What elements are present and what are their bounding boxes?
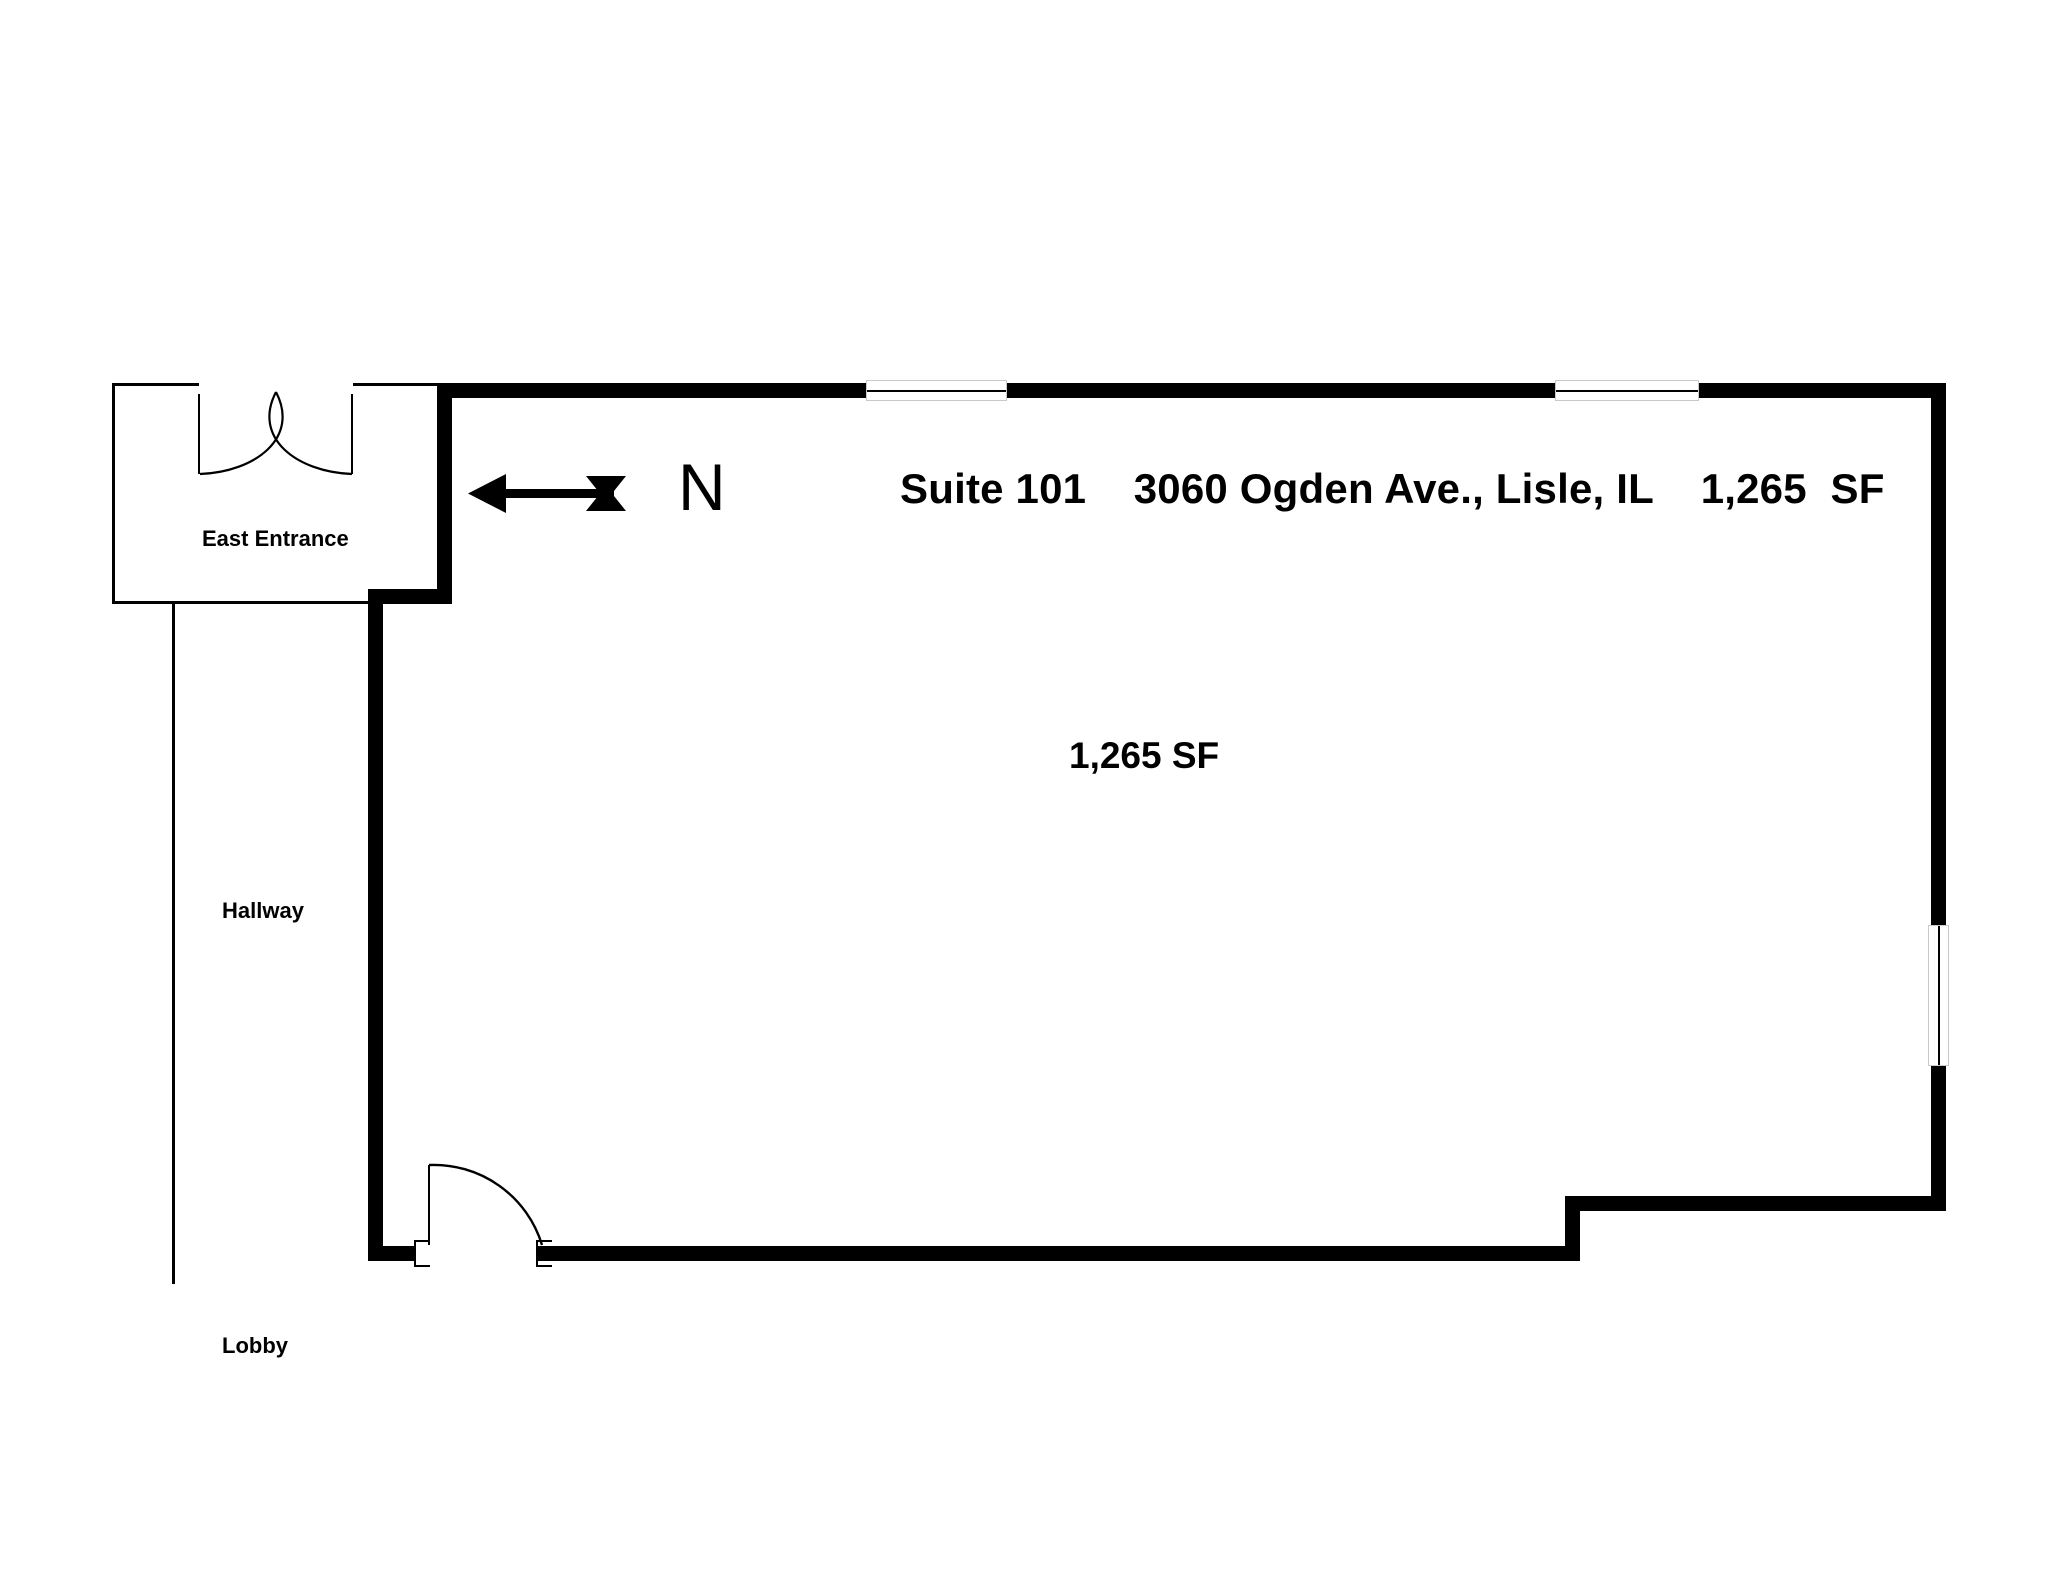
- suite-wall-top-segment-1: [437, 383, 867, 398]
- plan-header: N Suite 101 3060 Ogden Ave., Lisle, IL 1…: [0, 228, 2048, 520]
- door-jamb-left-top: [414, 1240, 430, 1242]
- east-entrance-wall-bottom: [112, 601, 440, 604]
- suite-wall-northwest-return: [437, 383, 452, 604]
- suite-wall-bottom-main: [537, 1246, 1580, 1261]
- suite-wall-top-segment-2: [1006, 383, 1556, 398]
- east-entrance-wall-top-left: [112, 383, 199, 386]
- north-label: N: [678, 450, 726, 524]
- door-jamb-right-bottom: [536, 1265, 552, 1267]
- suite-area-label: 1,265 SF: [1069, 735, 1220, 776]
- east-entrance-door-leaf-left: [198, 394, 200, 474]
- east-entrance-label: East Entrance: [202, 526, 349, 551]
- hallway-label: Hallway: [222, 898, 304, 923]
- door-jamb-left-bottom: [414, 1265, 430, 1267]
- east-entrance-wall-left: [112, 383, 115, 604]
- door-jamb-left-vertical: [414, 1240, 416, 1267]
- door-jamb-right-vertical: [536, 1240, 538, 1267]
- east-entrance-wall-top-right: [353, 383, 440, 386]
- suite-wall-top-segment-3: [1698, 383, 1946, 398]
- east-entrance-door-leaf-right: [351, 394, 353, 474]
- suite-wall-bottom-upper-leg: [1565, 1196, 1946, 1211]
- suite-wall-west: [368, 604, 383, 1261]
- window-top-right: [1555, 380, 1699, 401]
- window-top-left: [866, 380, 1007, 401]
- suite-wall-bottom-step-riser: [1565, 1196, 1580, 1261]
- hallway-wall-left: [172, 601, 175, 1284]
- lobby-label: Lobby: [222, 1333, 288, 1358]
- suite-wall-east-segment-1: [1931, 383, 1946, 925]
- suite-entry-door-leaf: [428, 1165, 430, 1245]
- window-east: [1928, 925, 1949, 1066]
- suite-wall-east-segment-2: [1931, 1066, 1946, 1211]
- plan-title: Suite 101 3060 Ogden Ave., Lisle, IL 1,2…: [900, 465, 1885, 512]
- suite-wall-jog-horizontal: [368, 589, 452, 604]
- door-jamb-right-top: [536, 1240, 552, 1242]
- north-arrow-icon: [468, 468, 658, 520]
